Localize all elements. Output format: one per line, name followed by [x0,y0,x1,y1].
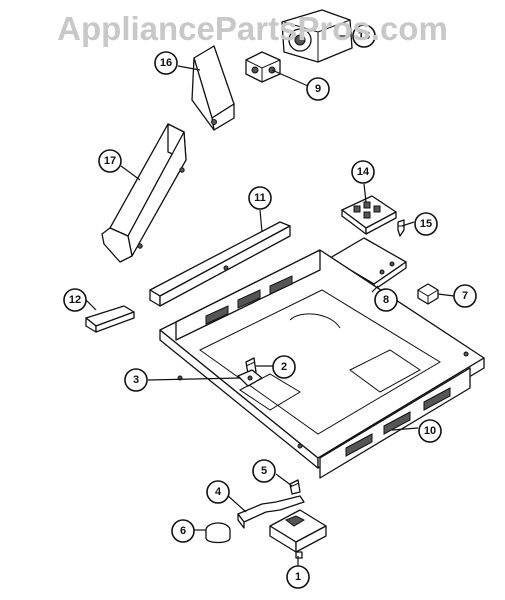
callout-4-label: 4 [215,486,222,498]
part-6-cap [205,522,231,544]
callout-1: 1 [286,565,310,589]
callout-12: 12 [63,288,87,312]
callout-7: 7 [453,284,477,308]
callout-11-label: 11 [254,192,266,204]
callout-17: 17 [98,149,122,173]
callout-14-label: 14 [357,166,370,178]
callout-8: 8 [374,288,398,312]
callout-4: 4 [206,480,230,504]
callout-15-label: 15 [420,218,432,230]
callout-16-label: 16 [160,57,172,69]
part-17-channel [101,123,187,263]
callout-13-label: 13 [358,30,370,42]
part-9-valve [245,51,281,83]
part-13-housing [281,9,353,63]
callout-12-label: 12 [69,294,81,306]
part-1-bracket [269,509,327,559]
callout-7-label: 7 [462,290,468,302]
part-2-screw [245,357,257,375]
part-7-switch [417,283,439,305]
part-3-clip [237,369,263,387]
part-5-screw [289,479,301,495]
callout-3: 3 [124,368,148,392]
callout-11: 11 [248,186,272,210]
part-14-board [341,195,397,235]
part-4-lever [237,495,305,529]
callout-5: 5 [252,459,276,483]
callout-10: 10 [418,419,442,443]
callout-14: 14 [351,160,375,184]
part-15-screw [397,219,405,237]
callout-13: 13 [352,24,376,48]
callout-10-label: 10 [424,425,436,437]
callout-15: 15 [414,212,438,236]
callout-3-label: 3 [133,374,139,386]
callout-2-label: 2 [281,361,287,373]
callout-17-label: 17 [104,155,116,167]
callout-6-label: 6 [180,525,186,537]
callout-9: 9 [306,77,330,101]
callout-6: 6 [171,519,195,543]
callout-5-label: 5 [261,465,267,477]
callout-2: 2 [272,355,296,379]
callout-16: 16 [154,51,178,75]
callout-9-label: 9 [315,83,321,95]
callout-1-label: 1 [295,571,301,583]
leader-lines [85,35,455,566]
callout-8-label: 8 [383,294,389,306]
part-11-rail [149,221,291,307]
part-12-small-channel [85,305,135,333]
part-16-bracket [191,45,235,131]
part-10-base-tray [159,249,485,479]
